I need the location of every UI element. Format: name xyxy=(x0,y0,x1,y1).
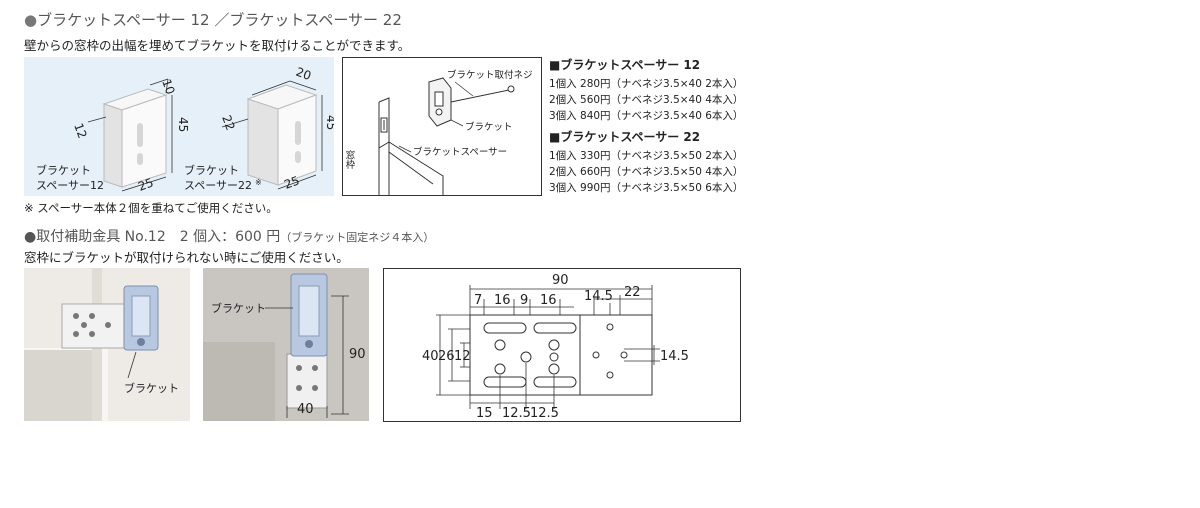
dim-left: 26 xyxy=(438,349,455,364)
dim-top: 7 xyxy=(474,293,482,308)
dim-top: 16 xyxy=(494,293,511,308)
label-bracket: ブラケット xyxy=(211,301,266,315)
dim-bottom: 12.5 xyxy=(502,406,531,421)
dim-left: 40 xyxy=(422,349,439,364)
price-row: 3個入 990円（ナベネジ3.5×50 6本入） xyxy=(549,182,744,194)
spacer-product-photo: 10 12 45 25 20 22 45 25 ブラケット スペーサー12 ブラ… xyxy=(24,57,334,196)
dim-bottom: 15 xyxy=(476,406,493,421)
price-row: 1個入 280円（ナベネジ3.5×40 2本入） xyxy=(549,78,744,90)
dim-left: 12 xyxy=(454,349,471,364)
price-title-spacer-12: ■ブラケットスペーサー 12 xyxy=(549,58,701,72)
dim-12-top: 10 xyxy=(159,77,177,96)
dim-22-height: 45 xyxy=(324,115,334,130)
dim-overall-width: 90 xyxy=(552,273,569,288)
dim-right: 14.5 xyxy=(584,289,613,304)
plate-outline xyxy=(469,314,653,396)
label-window-frame: 窓枠 xyxy=(344,149,356,170)
aux-bracket-photo-2: ブラケット 90 40 xyxy=(203,268,369,421)
technical-drawing: 90 7 16 9 16 14.5 22 xyxy=(383,268,741,422)
dim-12-bottom: 25 xyxy=(136,175,155,193)
label-bracket-spacer: ブラケットスペーサー xyxy=(413,146,507,158)
price-row: 2個入 660円（ナベネジ3.5×50 4本入） xyxy=(549,166,744,178)
screw-drawing xyxy=(450,85,515,103)
dim-height: 90 xyxy=(349,347,366,362)
bracket-photo xyxy=(123,285,159,351)
bracket-photo xyxy=(290,273,328,357)
dim-right: 22 xyxy=(624,285,641,300)
bracket-drawing xyxy=(428,77,452,127)
label-spacer-12-line1: ブラケット xyxy=(36,163,91,177)
aux-plate xyxy=(286,353,328,409)
dim-22-side: 22 xyxy=(219,113,237,132)
section-title-spacer: ●ブラケットスペーサー 12 ／ブラケットスペーサー 22 xyxy=(24,11,402,29)
label-spacer-22-mark: ※ xyxy=(255,178,262,187)
label-bracket: ブラケット xyxy=(465,121,513,133)
install-diagram: ブラケット取付ネジ ブラケット ブラケットスペーサー 窓枠 xyxy=(342,57,542,196)
label-spacer-22-line1: ブラケット xyxy=(184,163,239,177)
spacer-22-block xyxy=(246,84,318,186)
dim-12-height: 45 xyxy=(176,117,190,132)
dim-22-bottom: 25 xyxy=(282,173,301,191)
label-bracket-screw: ブラケット取付ネジ xyxy=(447,69,533,81)
section-description-spacer: 壁からの窓枠の出幅を埋めてブラケットを取付けることができます。 xyxy=(24,38,411,53)
label-bracket: ブラケット xyxy=(124,381,179,395)
dim-12-side: 12 xyxy=(71,121,89,140)
dim-22-top: 20 xyxy=(294,65,313,83)
dim-bottom: 12.5 xyxy=(530,406,559,421)
dim-top: 9 xyxy=(520,293,528,308)
usage-note: ※ スペーサー本体２個を重ねてご使用ください。 xyxy=(24,201,278,215)
spacer-12-block xyxy=(102,88,168,188)
dim-top: 16 xyxy=(540,293,557,308)
section-title-aux-bracket: ●取付補助金具 No.12 2 個入：600 円（ブラケット固定ネジ４本入） xyxy=(24,229,435,245)
price-row: 2個入 560円（ナベネジ3.5×40 4本入） xyxy=(549,94,744,106)
dim-width: 40 xyxy=(297,402,314,417)
label-spacer-22-line2: スペーサー22 xyxy=(184,179,252,192)
price-row: 3個入 840円（ナベネジ3.5×40 6本入） xyxy=(549,110,744,122)
window-frame-drawing xyxy=(378,97,444,195)
dim-right-height: 14.5 xyxy=(660,349,689,364)
label-spacer-12-line2: スペーサー12 xyxy=(36,179,104,192)
price-title-spacer-22: ■ブラケットスペーサー 22 xyxy=(549,130,701,144)
section-description-aux-bracket: 窓枠にブラケットが取付けられない時にご使用ください。 xyxy=(24,250,349,265)
aux-bracket-photo-1: ブラケット xyxy=(24,268,190,421)
price-row: 1個入 330円（ナベネジ3.5×50 2本入） xyxy=(549,150,744,162)
aux-plate xyxy=(61,303,125,349)
